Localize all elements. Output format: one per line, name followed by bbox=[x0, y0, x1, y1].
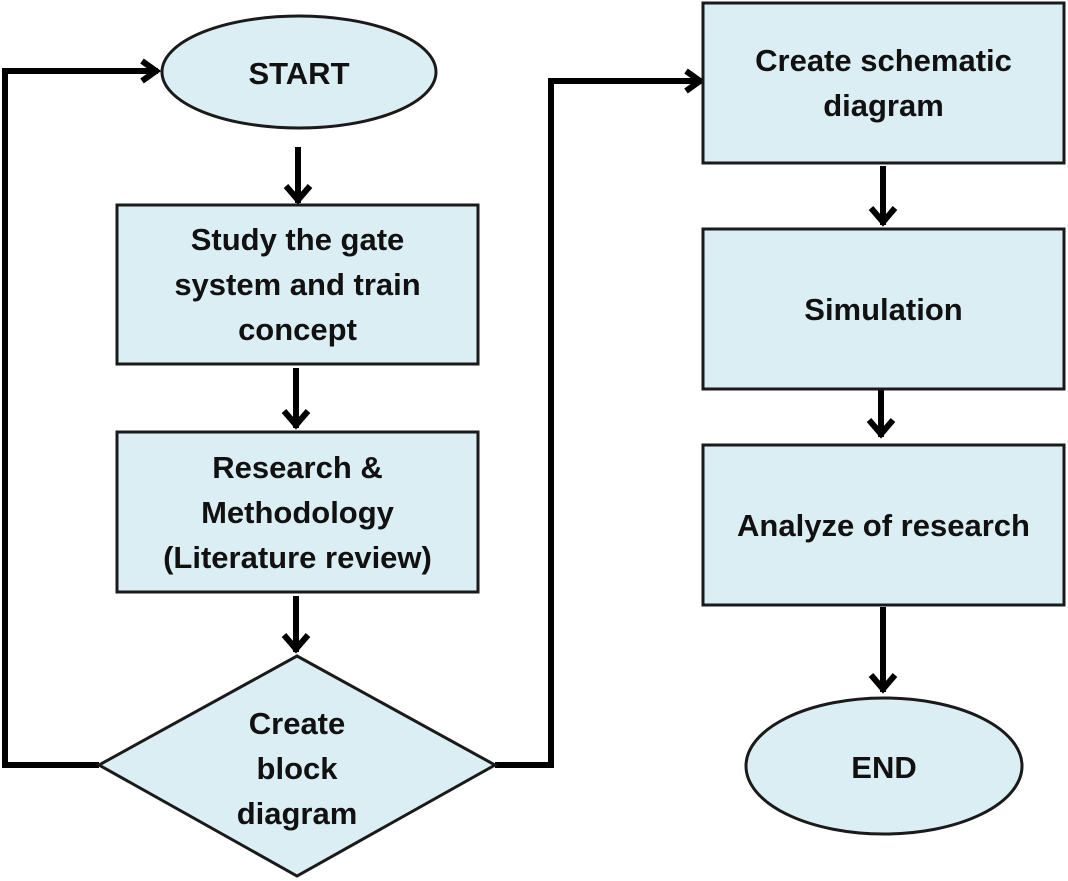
arrowhead-start bbox=[140, 58, 162, 84]
research-node-shape bbox=[115, 430, 480, 594]
arrowhead-analyze bbox=[866, 418, 896, 439]
study-node-shape bbox=[115, 203, 480, 366]
end-node-shape bbox=[744, 696, 1024, 836]
arrowhead-end bbox=[868, 673, 898, 694]
arrowhead-schematic bbox=[684, 68, 706, 94]
simulation-node-label: Simulation bbox=[804, 291, 963, 327]
schematic-node-shape bbox=[701, 1, 1066, 165]
analyze-node-label: Analyze of research bbox=[737, 507, 1030, 543]
connector-block-to-schematic bbox=[495, 78, 702, 768]
arrowhead-simulation bbox=[868, 206, 898, 227]
block-node-shape bbox=[95, 654, 499, 878]
schematic-node-label: Create schematic diagram bbox=[755, 43, 1012, 123]
research-node-label: Research & Methodology (Literature revie… bbox=[163, 449, 432, 575]
connector-block-loop-to-start bbox=[2, 68, 158, 768]
arrowhead-research bbox=[281, 409, 311, 430]
start-node-label: START bbox=[248, 55, 350, 91]
end-node-label: END bbox=[851, 749, 917, 785]
study-node-label: Study the gate system and train concept bbox=[174, 222, 421, 347]
start-node-shape bbox=[160, 14, 438, 130]
simulation-node-shape bbox=[701, 227, 1066, 391]
arrowhead-study bbox=[283, 184, 313, 205]
arrowhead-block bbox=[281, 633, 311, 654]
block-node-label: Create block diagram bbox=[236, 705, 358, 831]
analyze-node-shape bbox=[701, 443, 1066, 607]
